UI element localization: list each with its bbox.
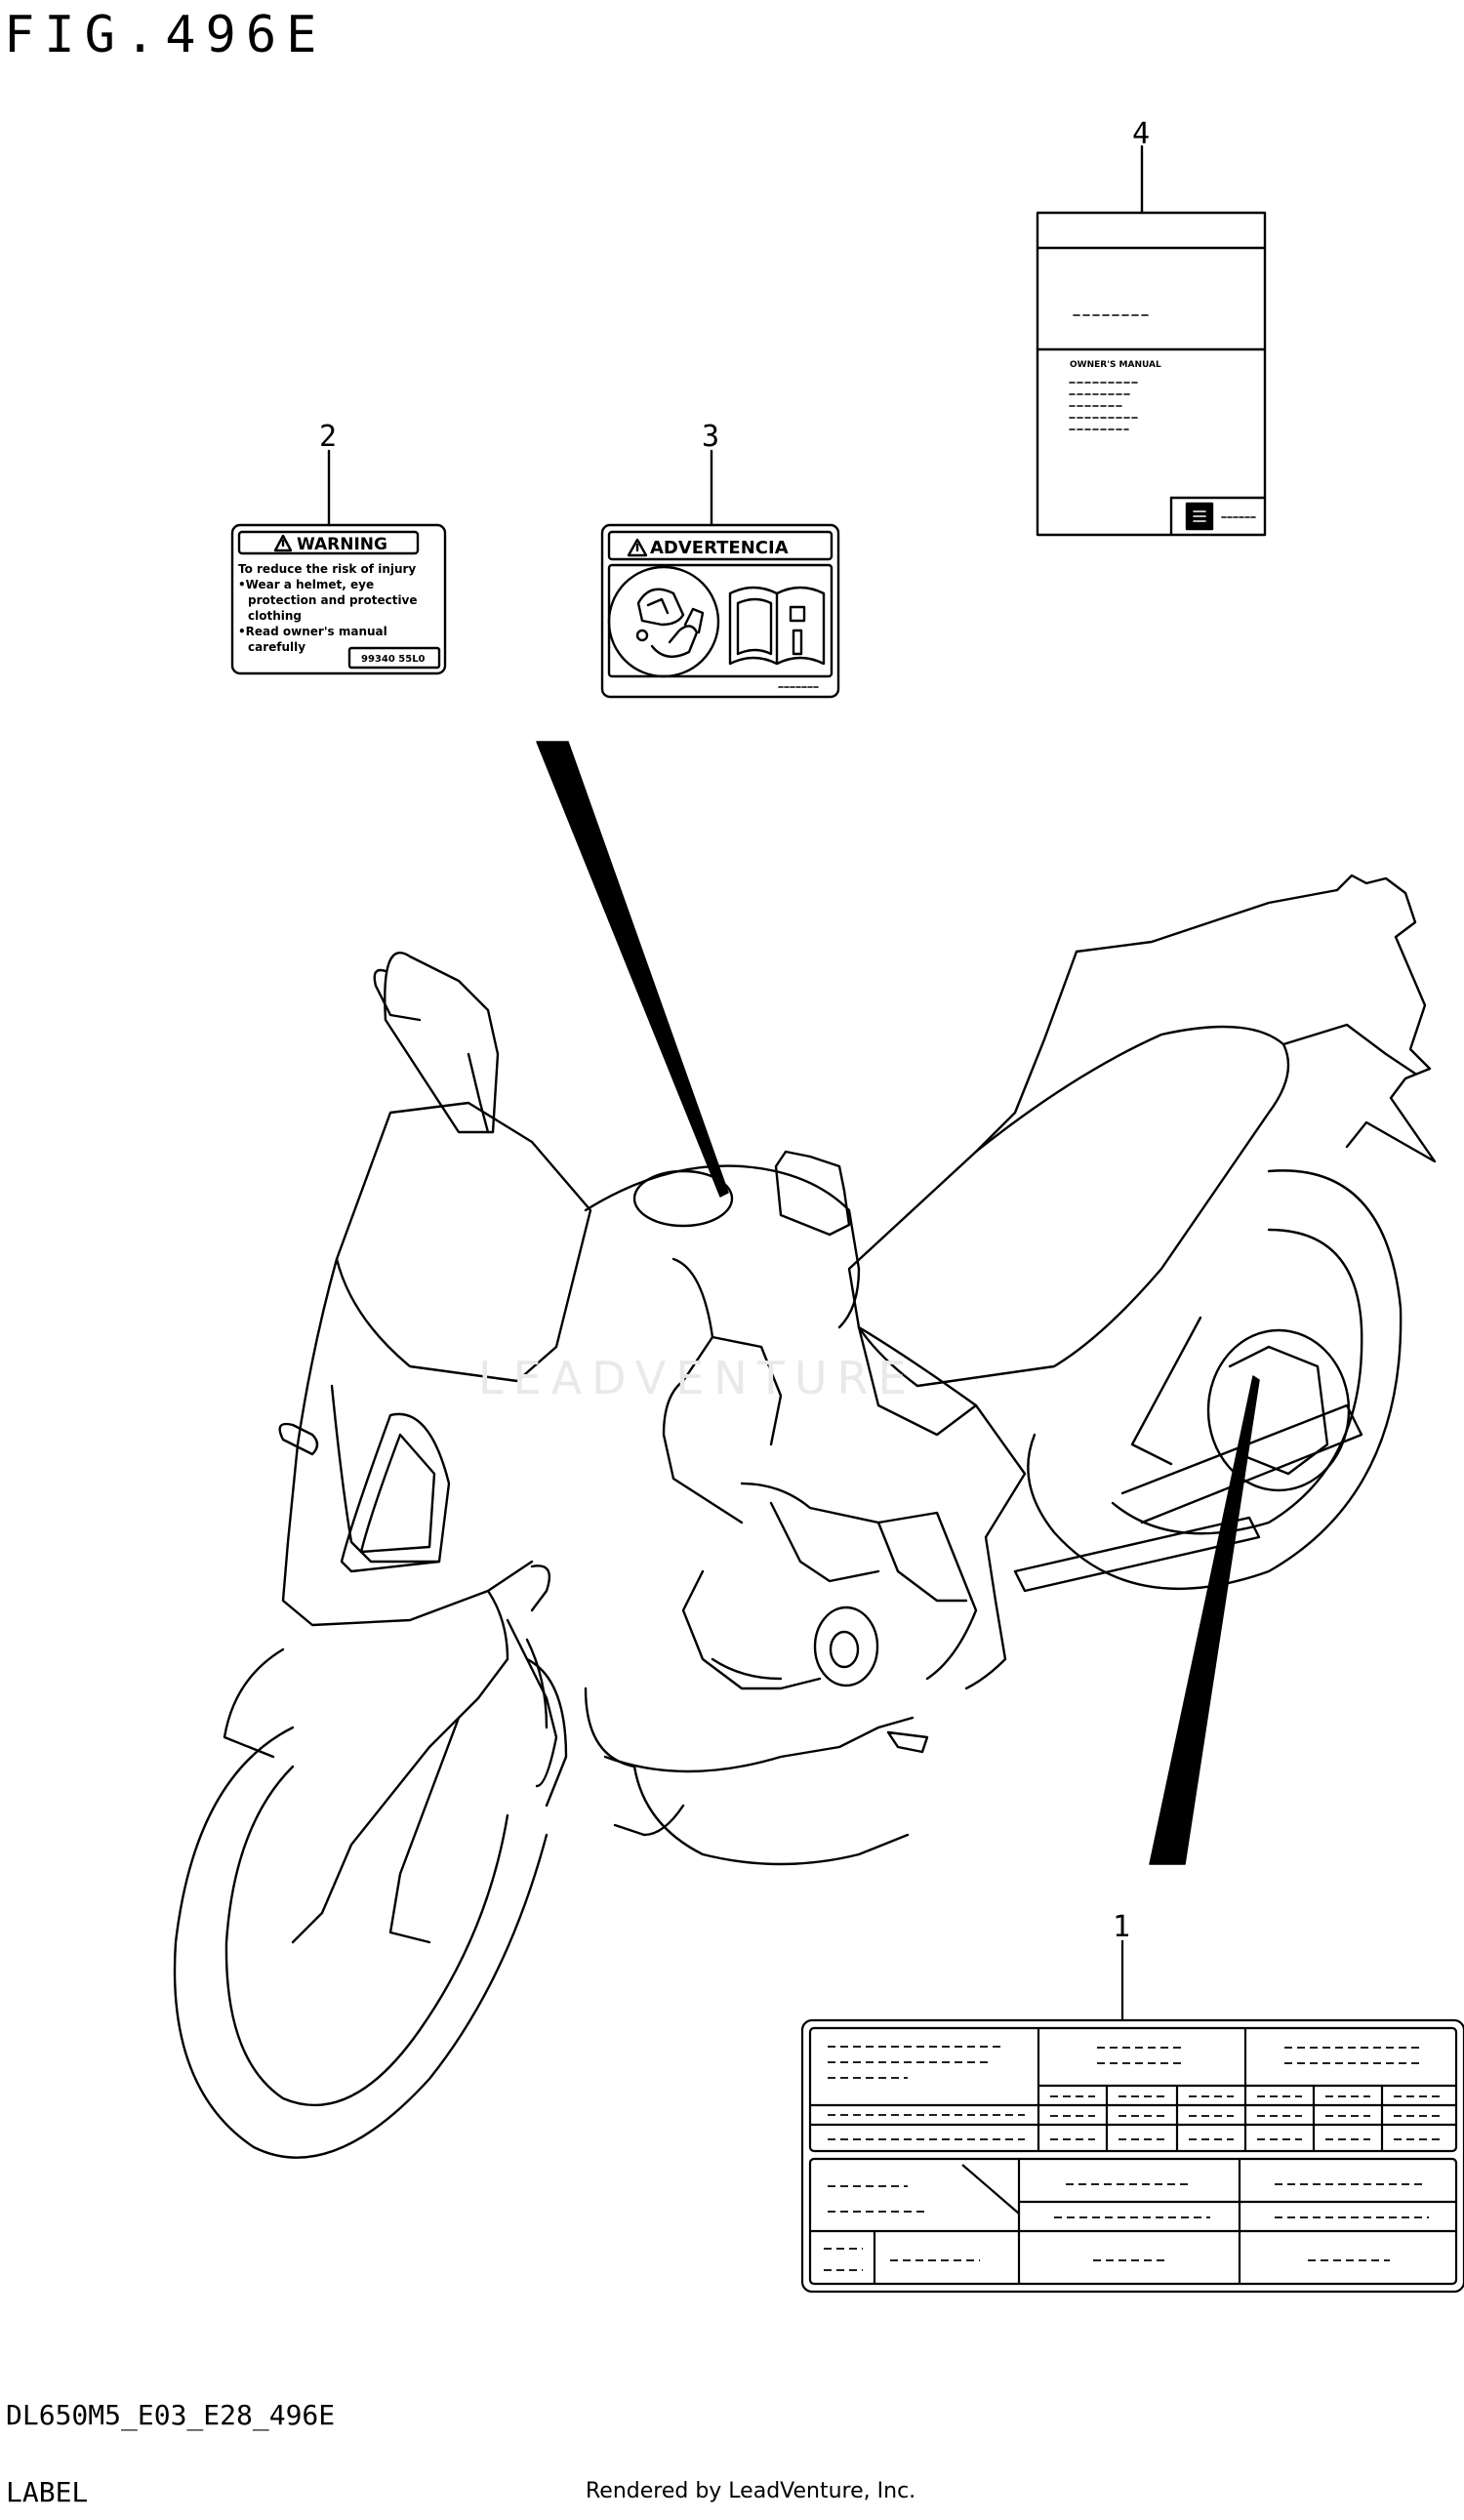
svg-text:ADVERTENCIA: ADVERTENCIA (650, 538, 789, 558)
figure-code: DL650M5_E03_E28_496E (6, 2399, 336, 2431)
owners-manual-label: OWNER'S MANUAL (1036, 144, 1267, 537)
svg-text:protection and protective: protection and protective (248, 593, 418, 607)
svg-text:To reduce the risk of injury: To reduce the risk of injury (238, 562, 416, 576)
callout-2: 2 (319, 420, 338, 454)
warning-label: WARNING To reduce the risk of injury •We… (230, 449, 447, 675)
svg-text:•Wear a helmet, eye: •Wear a helmet, eye (238, 578, 374, 591)
motorcycle-outline (173, 874, 1437, 2159)
svg-text:carefully: carefully (248, 640, 305, 654)
svg-text:clothing: clothing (248, 609, 302, 623)
pointer-wedge-upper (536, 741, 729, 1198)
advertencia-label: ADVERTENCIA (600, 449, 840, 699)
callout-1: 1 (1113, 1910, 1131, 1944)
pointer-wedge-lower (1149, 1375, 1260, 1865)
watermark: LEADVENTURE (478, 1352, 916, 1404)
section-label: LABEL (6, 2476, 89, 2508)
svg-text:•Read owner's manual: •Read owner's manual (238, 625, 387, 638)
svg-text:OWNER'S MANUAL: OWNER'S MANUAL (1070, 360, 1161, 370)
render-credit: Rendered by LeadVenture, Inc. (586, 2479, 916, 2503)
callout-3: 3 (702, 420, 720, 454)
callout-4: 4 (1132, 117, 1151, 151)
figure-title: FIG.496E (4, 6, 327, 64)
svg-text:WARNING: WARNING (297, 535, 387, 554)
svg-text:99340 55L0: 99340 55L0 (361, 654, 426, 665)
